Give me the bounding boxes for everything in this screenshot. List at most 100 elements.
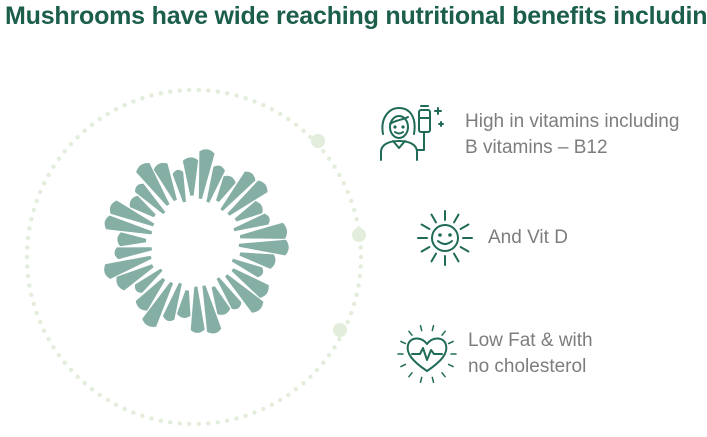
orbit-dot [122, 406, 127, 412]
orbit-dot [308, 374, 313, 379]
orbit-dot [177, 88, 182, 93]
orbit-dot [293, 122, 299, 128]
orbit-dot [105, 397, 111, 403]
gill-blade [234, 201, 263, 222]
gill-blade [227, 180, 268, 216]
gill-blade [153, 162, 177, 202]
orbit-dot [89, 387, 95, 392]
orbit-dot [341, 181, 347, 186]
gill-blade [109, 200, 155, 227]
orbit-dot [97, 116, 102, 122]
orbit-dot [326, 353, 332, 358]
heart-ray [400, 340, 407, 345]
gill-blade [117, 232, 147, 247]
orbit-dot [62, 360, 67, 365]
orbit-dot [68, 141, 74, 147]
gill-blade [182, 157, 199, 196]
orbit-dot [105, 111, 111, 117]
orbit-node [311, 134, 325, 148]
orbit-dot [206, 88, 211, 93]
orbit-dot [82, 128, 87, 133]
orbit-dot [75, 135, 80, 140]
orbit-dot [29, 292, 34, 297]
orbit-dot [158, 418, 163, 423]
orbit-dot [225, 418, 230, 423]
orbit-node [352, 228, 366, 242]
orbit-dot [225, 91, 230, 96]
orbit-dot [215, 89, 220, 94]
benefit-low-fat-text: Low Fat & with no cholesterol [468, 330, 593, 377]
orbit-dot [358, 245, 363, 250]
gill-blade [231, 268, 269, 298]
heart-ray [419, 324, 423, 332]
orbit-dot [51, 164, 56, 169]
orbit-dot [278, 397, 283, 403]
orbit-dot [269, 402, 275, 407]
sun-ray [453, 252, 460, 263]
gill-blade [135, 183, 166, 215]
orbit-dot [56, 156, 62, 161]
heart-ray [431, 324, 435, 332]
gill-blade [104, 255, 152, 279]
orbit-dot [286, 116, 291, 122]
orbit-dot [354, 292, 359, 297]
orbit-dot [337, 336, 342, 342]
smiling-sun-icon [417, 210, 473, 266]
orbit-dot [358, 264, 363, 269]
gill-blade [116, 264, 154, 291]
gill-blade [142, 281, 174, 327]
orbit-dot [51, 345, 56, 350]
orbit-dot [34, 310, 39, 316]
orbit-dot [27, 283, 32, 288]
orbit-dot [82, 381, 87, 386]
orbit-dot [234, 416, 239, 421]
orbit-dot [349, 310, 354, 316]
orbit-dot [41, 181, 47, 186]
sun-ray [453, 213, 460, 224]
orbit-dot [56, 353, 62, 358]
benefit-vit-d-text: And Vit D [488, 227, 568, 248]
dotted-orbit-ring [24, 87, 364, 427]
gill-blade [216, 175, 236, 202]
gill-blade [135, 277, 166, 311]
orbit-dot [301, 381, 306, 386]
orbit-dot [358, 254, 364, 260]
orbit-dot [29, 217, 34, 222]
orbit-dot [177, 421, 182, 426]
orbit-dot [158, 91, 163, 96]
orbit-dot [75, 374, 80, 379]
orbit-dot [196, 421, 201, 427]
orbit-dot [131, 99, 136, 104]
orbit-dot [97, 392, 102, 398]
gill-blade [176, 290, 191, 318]
heart-ray [408, 330, 413, 336]
orbit-dot [25, 273, 31, 279]
orbit-dot [34, 198, 39, 204]
gill-blade [220, 171, 256, 211]
orbit-dot [38, 319, 43, 325]
orbit-dot [332, 164, 337, 169]
person-with-iv-icon [380, 105, 444, 161]
gill-blade [104, 215, 153, 235]
orbit-dot [122, 102, 127, 108]
gill-blade [162, 282, 182, 322]
orbit-dot [314, 367, 320, 373]
orbit-dot [252, 410, 257, 415]
benefit-vitamins-text: High in vitamins including B vitamins – … [465, 111, 680, 158]
orbit-dot [31, 301, 36, 307]
benefit-vitamins: High in vitamins including B vitamins – … [375, 100, 679, 170]
orbit-dot [243, 413, 248, 418]
orbit-dot [354, 217, 359, 222]
gill-blade [216, 277, 242, 310]
orbit-dot [25, 245, 30, 250]
orbit-dot [356, 283, 361, 288]
orbit-dot [46, 336, 51, 342]
orbit-dot [38, 189, 43, 195]
gill-blade [211, 286, 231, 315]
orbit-dot [261, 406, 266, 412]
gill-blade [206, 165, 225, 203]
orbit-dot [345, 319, 350, 325]
gill-blade [190, 286, 205, 333]
orbit-dot [357, 273, 363, 279]
